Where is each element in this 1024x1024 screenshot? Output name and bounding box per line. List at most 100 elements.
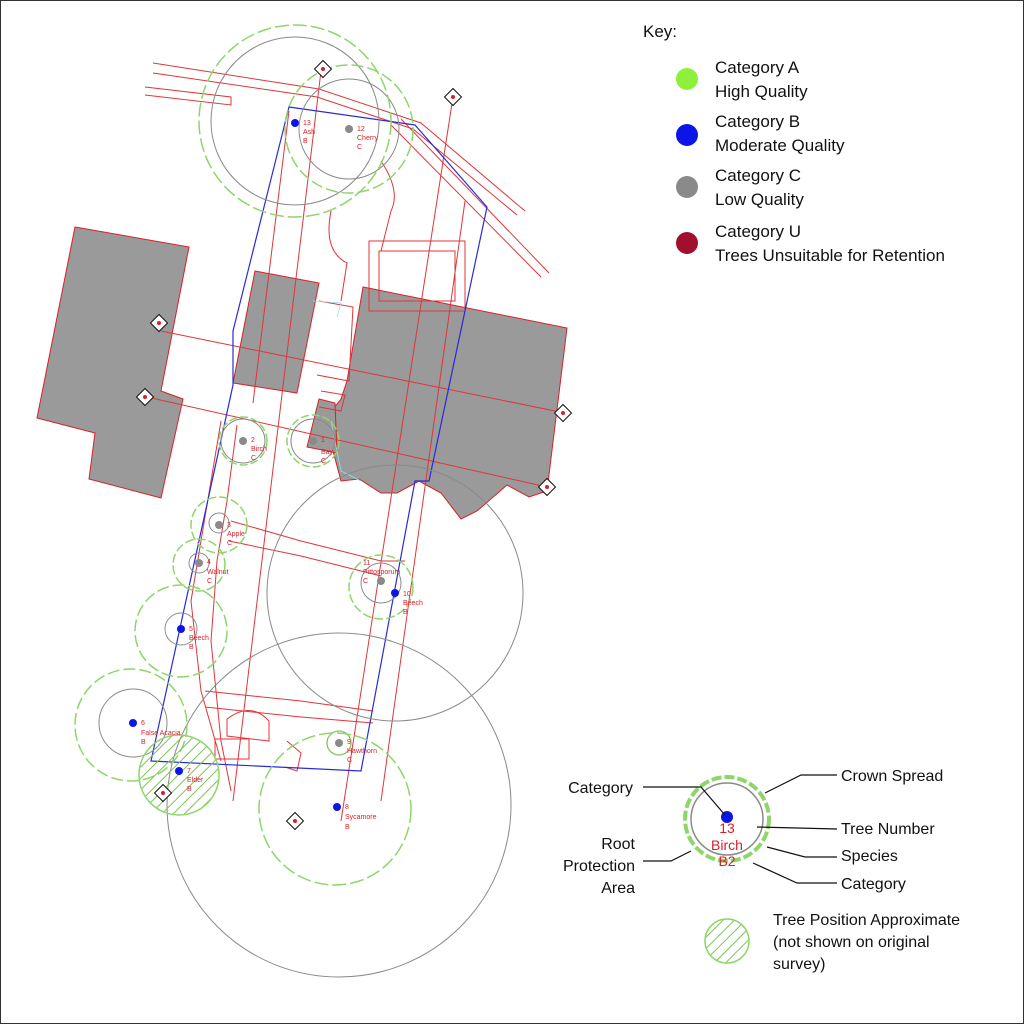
tree-13-category: B: [303, 138, 308, 145]
label-species: Species: [841, 848, 898, 865]
site-boundary: [150, 106, 488, 772]
tree-12-species: Cherry: [357, 135, 379, 142]
tree-13-species: Ash: [303, 129, 315, 136]
tree-2-number: 2: [251, 437, 255, 444]
tree-10-species: Beech: [403, 600, 423, 607]
tree-2: 2 Birch C: [239, 437, 267, 462]
tree-12: 12 Cherry C: [345, 125, 379, 151]
key-item-category-a: Category A High Quality: [676, 58, 808, 101]
label-category-bottom: Category: [841, 876, 906, 893]
tree-7: 7 Elder B: [175, 767, 204, 793]
tree-7-category: B: [187, 786, 192, 793]
approx-line1: Tree Position Approximate: [773, 912, 960, 929]
key-item-c-line2: Low Quality: [715, 190, 804, 209]
key-item-u-line1: Category U: [715, 222, 801, 241]
tree-8-category: B: [345, 824, 350, 831]
buildings: [36, 226, 568, 520]
category-a-swatch: [676, 68, 698, 90]
leader-lines: [643, 774, 838, 884]
label-rpa-1: Root: [601, 836, 635, 853]
sample-crown: [683, 775, 771, 863]
tree-5: 5 Beech B: [177, 625, 209, 651]
approx-legend: Tree Position Approximate (not shown on …: [704, 912, 960, 973]
label-rpa-3: Area: [601, 880, 635, 897]
tree-8-species: Sycamore: [345, 814, 377, 821]
tree-10: 10 Beech B: [391, 589, 423, 616]
tree-11-species: Pittosporum: [363, 569, 401, 576]
tree-11-category: C: [363, 578, 368, 585]
key-item-c-line1: Category C: [715, 166, 801, 185]
tree-9-number: 9: [347, 739, 351, 746]
tree-4: 4 Walnut C: [195, 559, 229, 585]
approx-hatch-symbol: [704, 918, 750, 964]
tree-11-number: 11: [363, 560, 370, 567]
tree-3-number: 3: [227, 522, 231, 529]
building-middle: [232, 270, 320, 394]
building-east: [316, 286, 568, 520]
approx-line2: (not shown on original: [773, 934, 930, 951]
tree-11: 11 Pittosporum C: [363, 560, 401, 585]
sample-number: 13: [719, 820, 735, 836]
tree-2-category: C: [251, 455, 256, 462]
tree-9-species: Hawthorn: [347, 748, 377, 755]
key-item-u-line2: Trees Unsuitable for Retention: [715, 246, 945, 265]
tree-3: 3 Apple C: [215, 521, 245, 547]
tree-10-number: 10: [403, 591, 411, 598]
key-item-a-line1: Category A: [715, 58, 800, 77]
tree-12-category: C: [357, 144, 362, 151]
tree-6: 6 False Acacia B: [129, 719, 181, 746]
trees: 2 Birch C 1 Bay C 3 Apple C 4 Walnut C 5…: [129, 119, 423, 831]
building-west: [36, 226, 190, 499]
tree-5-species: Beech: [189, 635, 209, 642]
tree-4-species: Walnut: [207, 569, 229, 576]
key-item-category-b: Category B Moderate Quality: [676, 112, 845, 155]
tree-5-number: 5: [189, 626, 193, 633]
tree-8-number: 8: [345, 804, 349, 811]
tree-3-species: Apple: [227, 531, 245, 538]
tree-1: 1 Bay C: [309, 437, 334, 465]
key-item-b-line2: Moderate Quality: [715, 136, 845, 155]
legend-sample: 13 Birch B2 Category Crown Spread Tree N…: [563, 768, 943, 897]
tree-8: 8 Sycamore B: [333, 803, 377, 831]
tree-6-category: B: [141, 739, 146, 746]
tree-9-category: C: [347, 757, 352, 764]
sample-species: Birch: [711, 837, 743, 853]
category-u-swatch: [676, 232, 698, 254]
survey-markers: [135, 59, 573, 831]
tree-4-number: 4: [207, 559, 211, 566]
tree-2-species: Birch: [251, 446, 267, 453]
category-c-swatch: [676, 176, 698, 198]
tree-10-category: B: [403, 609, 408, 616]
approx-line3: survey): [773, 956, 825, 973]
sample-rpa: [690, 782, 764, 856]
tree-13-number: 13: [303, 120, 311, 127]
tree-9: 9 Hawthorn C: [335, 739, 377, 764]
label-tree-number: Tree Number: [841, 821, 935, 838]
survey-lines: [144, 62, 566, 822]
tree-7-species: Elder: [187, 777, 204, 784]
key: Key: Category A High Quality Category B …: [643, 22, 945, 265]
tree-3-category: C: [227, 540, 232, 547]
key-item-a-line2: High Quality: [715, 82, 808, 101]
key-item-b-line1: Category B: [715, 112, 800, 131]
tree-5-category: B: [189, 644, 194, 651]
key-title: Key:: [643, 22, 677, 41]
tree-1-category: C: [321, 458, 326, 465]
tree-4-category: C: [207, 578, 212, 585]
sample-category-code: B2: [718, 853, 735, 869]
tree-7-number: 7: [187, 768, 191, 775]
tree-6-species: False Acacia: [141, 730, 181, 737]
key-item-category-u: Category U Trees Unsuitable for Retentio…: [676, 222, 945, 265]
label-crown-spread: Crown Spread: [841, 768, 943, 785]
tree-1-species: Bay: [321, 449, 334, 456]
tree-12-number: 12: [357, 126, 365, 133]
tree-13: 13 Ash B: [291, 119, 315, 145]
category-b-swatch: [676, 124, 698, 146]
label-category-top: Category: [568, 780, 633, 797]
key-item-category-c: Category C Low Quality: [676, 166, 804, 209]
label-rpa-2: Protection: [563, 858, 635, 875]
tree-6-number: 6: [141, 720, 145, 727]
tree-1-number: 1: [321, 437, 325, 444]
